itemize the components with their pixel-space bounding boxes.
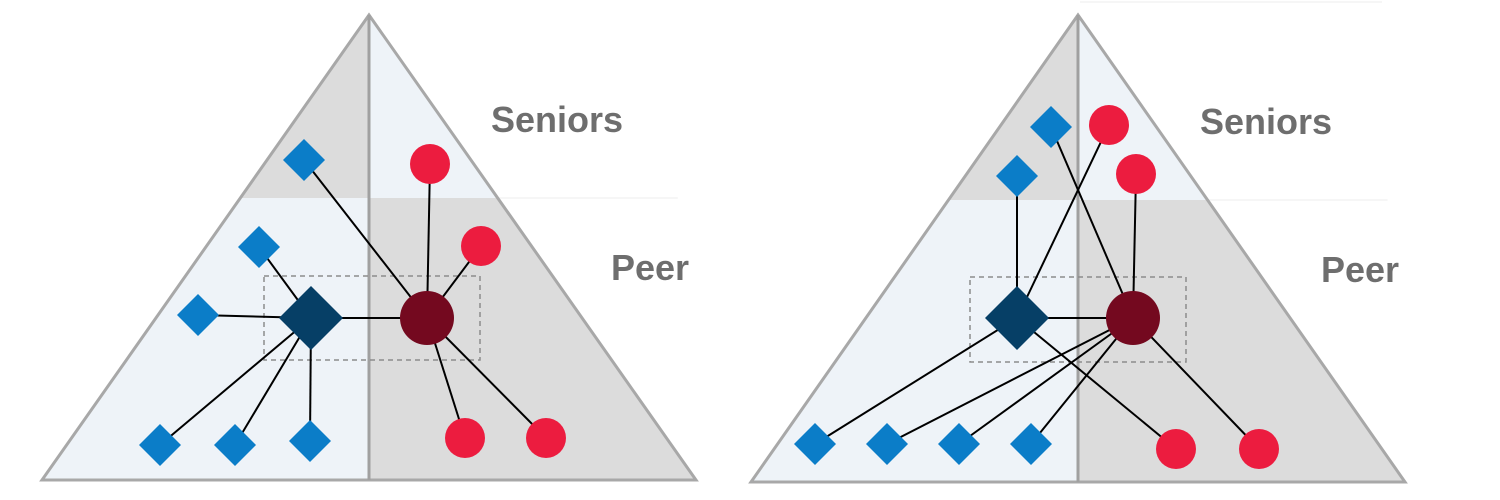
- peer-region-right: [369, 198, 696, 480]
- blue-diamond-node: [139, 424, 181, 466]
- blue-diamond-node: [794, 423, 836, 465]
- connection-line: [1030, 317, 1134, 445]
- navy-diamond-hub: [279, 286, 343, 350]
- blue-diamond-node: [1030, 106, 1072, 148]
- red-circle-node: [410, 144, 450, 184]
- connection-line: [1050, 126, 1134, 319]
- connection-line: [1016, 124, 1110, 319]
- connection-line: [958, 317, 1134, 445]
- blue-diamond-node: [283, 139, 325, 181]
- blue-diamond-node: [214, 424, 256, 466]
- red-circle-node: [1239, 429, 1279, 469]
- red-circle-node: [526, 418, 566, 458]
- connection-line: [814, 317, 1018, 445]
- red-circle-node: [1156, 429, 1196, 469]
- hierarchy-pyramid: [748, 1, 1408, 484]
- peer-label: Peer: [1321, 249, 1400, 290]
- blue-diamond-node: [289, 420, 331, 462]
- blue-diamond-node: [238, 226, 280, 268]
- blue-diamond-node: [1010, 423, 1052, 465]
- connection-line: [1132, 317, 1260, 450]
- blue-diamond-node: [938, 423, 980, 465]
- peer-region-right: [1078, 200, 1405, 482]
- navy-diamond-hub: [985, 286, 1049, 350]
- seniors-label: Seniors: [491, 99, 624, 140]
- hub-boundary-box: [263, 275, 481, 361]
- peer-region-left: [751, 200, 1078, 482]
- red-circle-node: [1116, 154, 1156, 194]
- seniors-label: Seniors: [1200, 101, 1333, 142]
- maroon-circle-hub: [400, 291, 454, 345]
- connection-line: [234, 317, 312, 446]
- connection-line: [886, 317, 1134, 445]
- connection-line: [159, 317, 312, 446]
- blue-diamond-node: [866, 423, 908, 465]
- red-circle-node: [445, 418, 485, 458]
- connection-line: [1016, 317, 1177, 450]
- red-circle-node: [461, 226, 501, 266]
- peer-label: Peer: [611, 247, 690, 288]
- hierarchy-pyramid: [39, 12, 699, 482]
- red-circle-node: [1089, 105, 1129, 145]
- blue-diamond-node: [996, 155, 1038, 197]
- maroon-circle-hub: [1106, 291, 1160, 345]
- peer-region-left: [42, 198, 369, 480]
- connection-line: [426, 317, 547, 439]
- blue-diamond-node: [177, 294, 219, 336]
- hub-boundary-box: [969, 276, 1187, 363]
- connection-line: [303, 159, 428, 319]
